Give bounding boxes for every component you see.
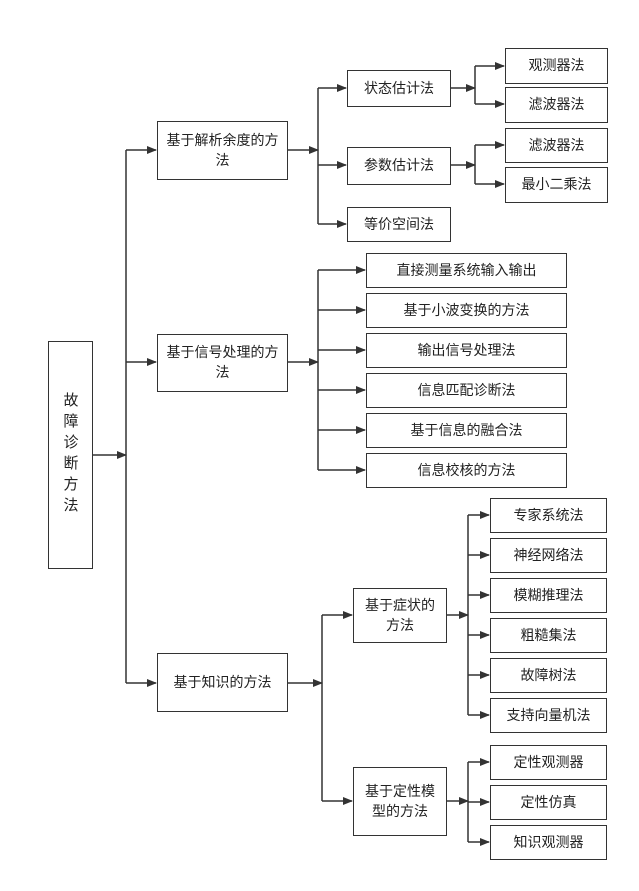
node-symptom-item: 神经网络法 xyxy=(490,538,607,573)
node-symptom-item: 故障树法 xyxy=(490,658,607,693)
node-symptom-item: 粗糙集法 xyxy=(490,618,607,653)
node-analytic-redundancy: 基于解析余度的方法 xyxy=(157,121,288,180)
node-parameter-estimation: 参数估计法 xyxy=(347,147,451,185)
node-parity-space: 等价空间法 xyxy=(347,207,451,242)
node-signal-item: 信息校核的方法 xyxy=(366,453,567,488)
node-model-item: 定性观测器 xyxy=(490,745,607,780)
node-model-item: 定性仿真 xyxy=(490,785,607,820)
node-state-estimation: 状态估计法 xyxy=(347,70,451,107)
node-signal-item: 信息匹配诊断法 xyxy=(366,373,567,408)
node-signal-item: 直接测量系统输入输出 xyxy=(366,253,567,288)
node-filter-param: 滤波器法 xyxy=(505,128,608,163)
node-signal-item: 基于小波变换的方法 xyxy=(366,293,567,328)
node-filter: 滤波器法 xyxy=(505,87,608,123)
node-symptom-item: 专家系统法 xyxy=(490,498,607,533)
node-signal-processing: 基于信号处理的方法 xyxy=(157,334,288,392)
node-knowledge: 基于知识的方法 xyxy=(157,653,288,712)
node-least-squares: 最小二乘法 xyxy=(505,167,608,203)
node-signal-item: 基于信息的融合法 xyxy=(366,413,567,448)
node-observer: 观测器法 xyxy=(505,48,608,84)
root-node: 故障诊断方法 xyxy=(48,341,93,569)
node-model-item: 知识观测器 xyxy=(490,825,607,860)
node-symptom: 基于症状的方法 xyxy=(353,588,447,643)
node-signal-item: 输出信号处理法 xyxy=(366,333,567,368)
node-qualitative-model: 基于定性模型的方法 xyxy=(353,767,447,836)
node-symptom-item: 支持向量机法 xyxy=(490,698,607,733)
node-symptom-item: 模糊推理法 xyxy=(490,578,607,613)
